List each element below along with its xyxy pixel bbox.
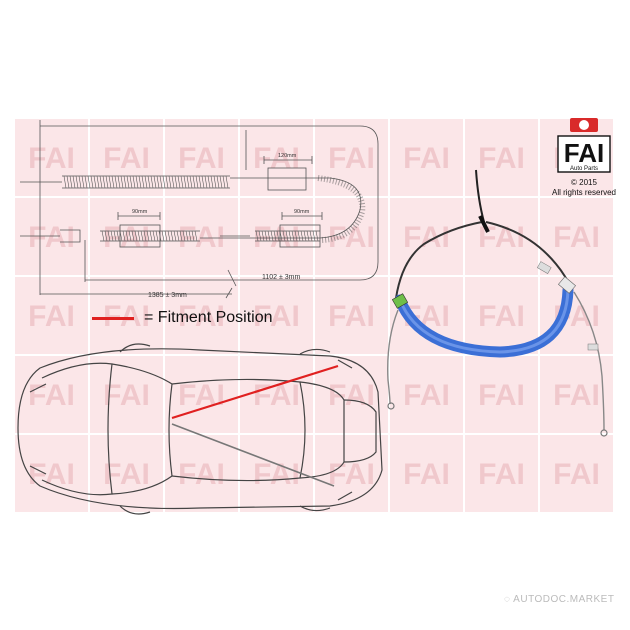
fitment-legend-label: = Fitment Position <box>144 309 273 326</box>
background-tile-logo: FAI <box>553 379 600 412</box>
background-tile <box>15 356 88 433</box>
background-tile <box>315 277 388 354</box>
fitment-line-left <box>171 423 335 487</box>
background-tile-logo: FAI <box>103 142 150 175</box>
background-tile <box>315 198 388 275</box>
background-tile-logo: FAI <box>403 379 450 412</box>
background-tile-logo: FAI <box>328 379 375 412</box>
background-tile <box>15 119 88 196</box>
background-tile <box>390 119 463 196</box>
dim-right-segment: 90mm <box>294 209 310 215</box>
background-tile-logo: FAI <box>403 221 450 254</box>
background-tile <box>165 356 238 433</box>
background-tile <box>390 435 463 512</box>
background-tile-logo: FAI <box>28 300 75 333</box>
background-tile <box>165 277 238 354</box>
background-tile-logo: FAI <box>253 142 300 175</box>
background-tile-logo: FAI <box>103 379 150 412</box>
background-tile-logo: FAI <box>553 221 600 254</box>
background-tile <box>465 435 538 512</box>
background-tile <box>165 435 238 512</box>
background-tile <box>90 277 163 354</box>
background-tile <box>540 435 613 512</box>
background-tile <box>90 435 163 512</box>
background-tile <box>165 198 238 275</box>
brand-name: FAI <box>564 138 604 168</box>
background-tile <box>15 277 88 354</box>
background-tile-logo: FAI <box>253 221 300 254</box>
copyright-year: © 2015 <box>571 178 597 187</box>
background-tile <box>240 277 313 354</box>
fitment-line-right <box>171 364 339 420</box>
background-tile <box>240 356 313 433</box>
background-tile-logo: FAI <box>178 142 225 175</box>
background-tile-logo: FAI <box>478 300 525 333</box>
fai-logo: FAI Auto Parts <box>556 116 612 198</box>
background-tile <box>540 277 613 354</box>
background-tile-logo: FAI <box>178 300 225 333</box>
background-tile <box>315 119 388 196</box>
autodoc-logo-icon: ◌ <box>504 594 514 605</box>
dim-top-segment: 120mm <box>278 153 297 159</box>
background-tile <box>465 277 538 354</box>
dim-inner: 1102 ± 3mm <box>262 274 301 281</box>
background-tile-logo: FAI <box>28 458 75 491</box>
background-tile <box>390 356 463 433</box>
fitment-legend: = Fitment Position <box>92 306 273 330</box>
background-tile-logo: FAI <box>178 379 225 412</box>
background-tile-logo: FAI <box>328 142 375 175</box>
brand-subtitle: Auto Parts <box>570 166 598 172</box>
background-tile-logo: FAI <box>253 300 300 333</box>
background-tile-logo: FAI <box>328 458 375 491</box>
background-tile-logo: FAI <box>478 458 525 491</box>
background-tile-logo: FAI <box>403 458 450 491</box>
watermark: ◌ AUTODOC.MARKET <box>504 594 614 605</box>
background-tile-logo: FAI <box>403 142 450 175</box>
background-tile <box>90 119 163 196</box>
dim-left-segment: 90mm <box>132 209 148 215</box>
background-tile-logo: FAI <box>28 142 75 175</box>
background-tile-logo: FAI <box>478 379 525 412</box>
background-tile <box>465 356 538 433</box>
background-tile <box>390 198 463 275</box>
background-tile <box>465 198 538 275</box>
background-tile-logo: FAI <box>553 458 600 491</box>
background-tile <box>15 198 88 275</box>
background-tile <box>90 356 163 433</box>
background-tile <box>240 119 313 196</box>
background-tile <box>240 198 313 275</box>
dim-overall: 1385 ± 3mm <box>148 292 187 299</box>
copyright-block: © 2015 All rights reserved <box>548 178 620 198</box>
fai-logo-icon: FAI Auto Parts <box>557 118 611 173</box>
background-tile <box>165 119 238 196</box>
watermark-text: AUTODOC.MARKET <box>513 594 615 605</box>
background-tile-logo: FAI <box>178 221 225 254</box>
background-tile-logo: FAI <box>328 300 375 333</box>
background-tile <box>540 198 613 275</box>
copyright-rights: All rights reserved <box>551 188 617 197</box>
background-tile <box>15 435 88 512</box>
background-tile-logo: FAI <box>478 142 525 175</box>
background-tile-logo: FAI <box>28 221 75 254</box>
background-tile-logo: FAI <box>28 379 75 412</box>
fitment-line-sample <box>92 316 134 320</box>
background-tile-logo: FAI <box>178 458 225 491</box>
